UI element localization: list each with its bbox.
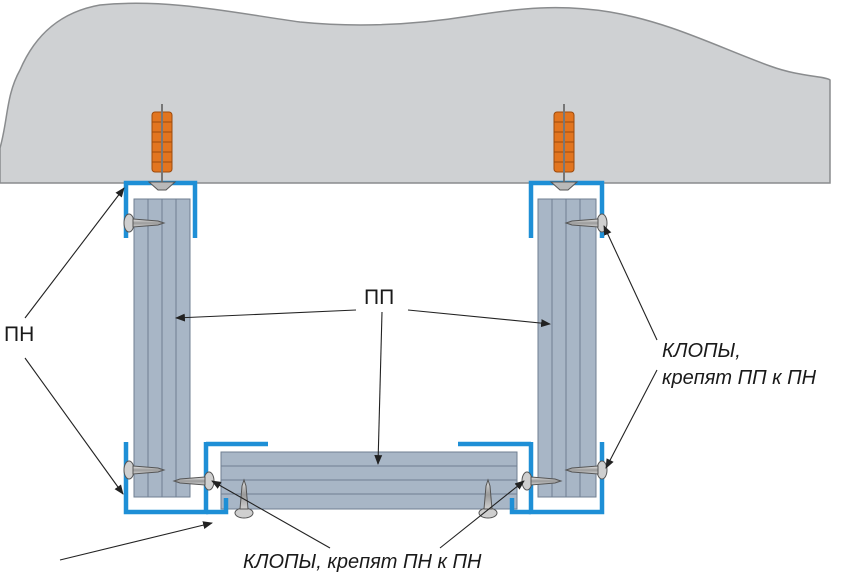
plasterboard-left (133, 198, 191, 498)
label-pp: ПП (364, 286, 395, 309)
arrow-pn-bottom-left (24, 357, 124, 495)
arrow-pn-bottom (59, 521, 213, 561)
guide-profile-bottom-board-left (206, 441, 268, 515)
arrow-klop-bottom-left (211, 480, 331, 549)
guide-profile-bottom-board-right (458, 441, 531, 515)
dowel-left (147, 104, 177, 191)
arrow-klop-right-bottom (605, 369, 658, 469)
arrow-pn-top-left (24, 187, 125, 319)
arrow-klop-bottom-right (439, 480, 525, 549)
arrow-klop-right-top (603, 225, 658, 341)
screw-bottom-up-right (478, 478, 498, 519)
dowel-right (549, 104, 579, 191)
label-klop-pp-line1: КЛОПЫ, (662, 340, 741, 362)
screw-bottom-up-left (234, 478, 254, 519)
arrow-pp-right (407, 309, 551, 328)
plasterboard-right (537, 198, 597, 498)
screw-top-left (123, 213, 166, 233)
label-pn: ПН (4, 323, 35, 346)
ceiling-slab (0, 2, 831, 184)
arrow-pp-left (175, 309, 357, 322)
label-klop-pn: КЛОПЫ, крепят ПН к ПН (243, 551, 482, 573)
plasterboard-bottom (220, 451, 518, 510)
label-klop-pp-line2: крепят ПП к ПН (662, 367, 817, 389)
arrow-pp-bottom (374, 311, 383, 465)
screw-bottom-right (564, 460, 608, 480)
screw-bottom-left (123, 460, 166, 480)
